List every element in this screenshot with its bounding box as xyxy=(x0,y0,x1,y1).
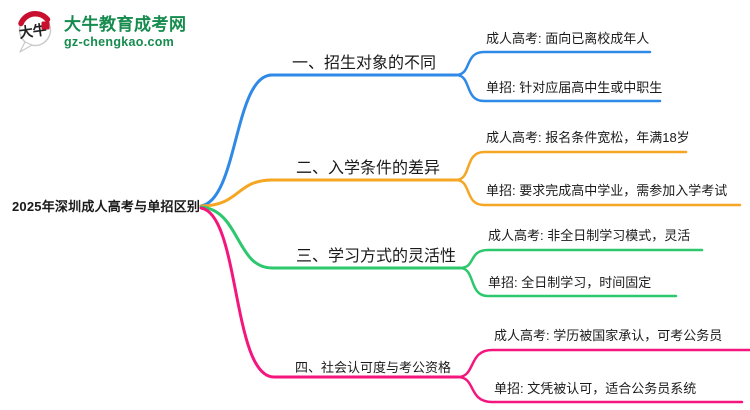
branch-4-child-2-label: 单招: 文凭被认可，适合公务员系统 xyxy=(494,381,697,396)
branch-3-child-2-line xyxy=(458,266,678,298)
logo-title: 大牛教育成考网 xyxy=(64,14,187,34)
branch-3-child-1-label: 成人高考: 非全日制学习模式，灵活 xyxy=(488,228,691,243)
branch-2-child-2-line xyxy=(454,178,742,207)
branch-4-child-1-label: 成人高考: 学历被国家承认，可考公务员 xyxy=(494,328,723,343)
branch-1-child-2-label: 单招: 针对应届高中生或中职生 xyxy=(486,80,663,95)
branch-3-connector xyxy=(199,205,462,270)
logo: 大牛 大牛教育成考网 gz-chengkao.com xyxy=(12,8,187,56)
branch-1-child-2-line xyxy=(454,73,662,103)
logo-domain: gz-chengkao.com xyxy=(64,34,175,49)
root-node-label: 2025年深圳成人高考与单招区别 xyxy=(12,199,201,214)
branch-2-child-2-label: 单招: 要求完成高中学业，需参加入学考试 xyxy=(486,183,728,198)
branch-2-connector xyxy=(199,178,458,208)
branch-1-child-1-label: 成人高考: 面向已离校成年人 xyxy=(486,31,650,46)
branch-4-label: 四、社会认可度与考公资格 xyxy=(295,360,452,375)
branch-2-child-1-line xyxy=(454,150,688,182)
branch-1-child-1-line xyxy=(454,50,652,77)
branch-3-child-2-label: 单招: 全日制学习，时间固定 xyxy=(488,275,652,290)
branch-3-label: 三、学习方式的灵活性 xyxy=(296,248,457,265)
branch-1-connector xyxy=(199,73,458,208)
logo-icon-text: 大牛 xyxy=(18,21,48,41)
daniu-speech-bubble-icon: 大牛 xyxy=(18,10,52,53)
branch-2-child-1-label: 成人高考: 报名条件宽松，年满18岁 xyxy=(486,130,690,145)
branch-3-child-1-line xyxy=(458,248,704,270)
branch-4-connector xyxy=(199,206,460,379)
branch-2-label: 二、入学条件的差异 xyxy=(296,160,441,177)
branch-4-child-1-line xyxy=(456,348,750,379)
branch-1-label: 一、招生对象的不同 xyxy=(292,55,437,72)
branch-4-child-2-line xyxy=(456,375,744,404)
